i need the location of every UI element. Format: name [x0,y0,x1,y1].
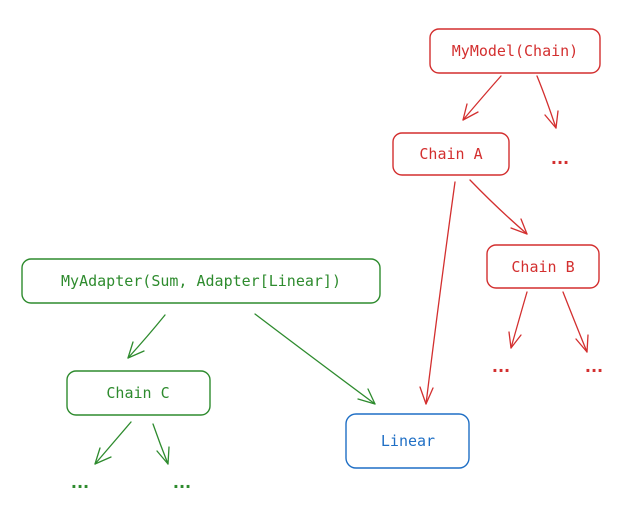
node-chain-c-box [66,370,211,416]
ellipsis-chain-b-left: ... [492,357,510,376]
ellipsis-chain-c-left: ... [71,473,89,492]
node-chain-c: Chain C [66,370,211,416]
edges-layer [94,75,589,465]
edge-mymodel-to-chain-a [462,75,502,121]
node-chain-a-label: Chain A [419,145,482,163]
node-chain-a-box [392,132,510,176]
node-linear: Linear [345,413,470,469]
node-chain-c-label: Chain C [106,384,169,402]
node-linear-box [345,413,470,469]
node-mymodel-box [429,28,601,74]
edge-chain-a-to-linear [419,181,456,405]
edge-myadapter-to-linear [254,313,376,405]
node-chain-b-box [486,244,600,289]
node-chain-a: Chain A [392,132,510,176]
node-myadapter-label: MyAdapter(Sum, Adapter[Linear]) [61,272,341,290]
edge-chain-b-to-left [508,291,528,349]
ellipsis-mymodel-more: ... [551,149,569,168]
node-mymodel-label: MyModel(Chain) [452,42,578,60]
edge-mymodel-to-more [536,75,559,129]
node-linear-label: Linear [381,432,435,450]
edge-chain-a-to-chain-b [469,179,528,235]
node-myadapter-box [21,258,381,304]
edge-chain-c-to-right [152,423,170,465]
ellipsis-chain-b-right: ... [585,357,603,376]
edge-chain-c-to-left [94,421,132,465]
edge-chain-b-to-right [562,291,589,353]
node-myadapter: MyAdapter(Sum, Adapter[Linear]) [21,258,381,304]
node-chain-b-label: Chain B [511,258,574,276]
edge-myadapter-to-chain-c [127,314,166,359]
node-chain-b: Chain B [486,244,600,289]
ellipsis-chain-c-right: ... [173,473,191,492]
node-mymodel: MyModel(Chain) [429,28,601,74]
